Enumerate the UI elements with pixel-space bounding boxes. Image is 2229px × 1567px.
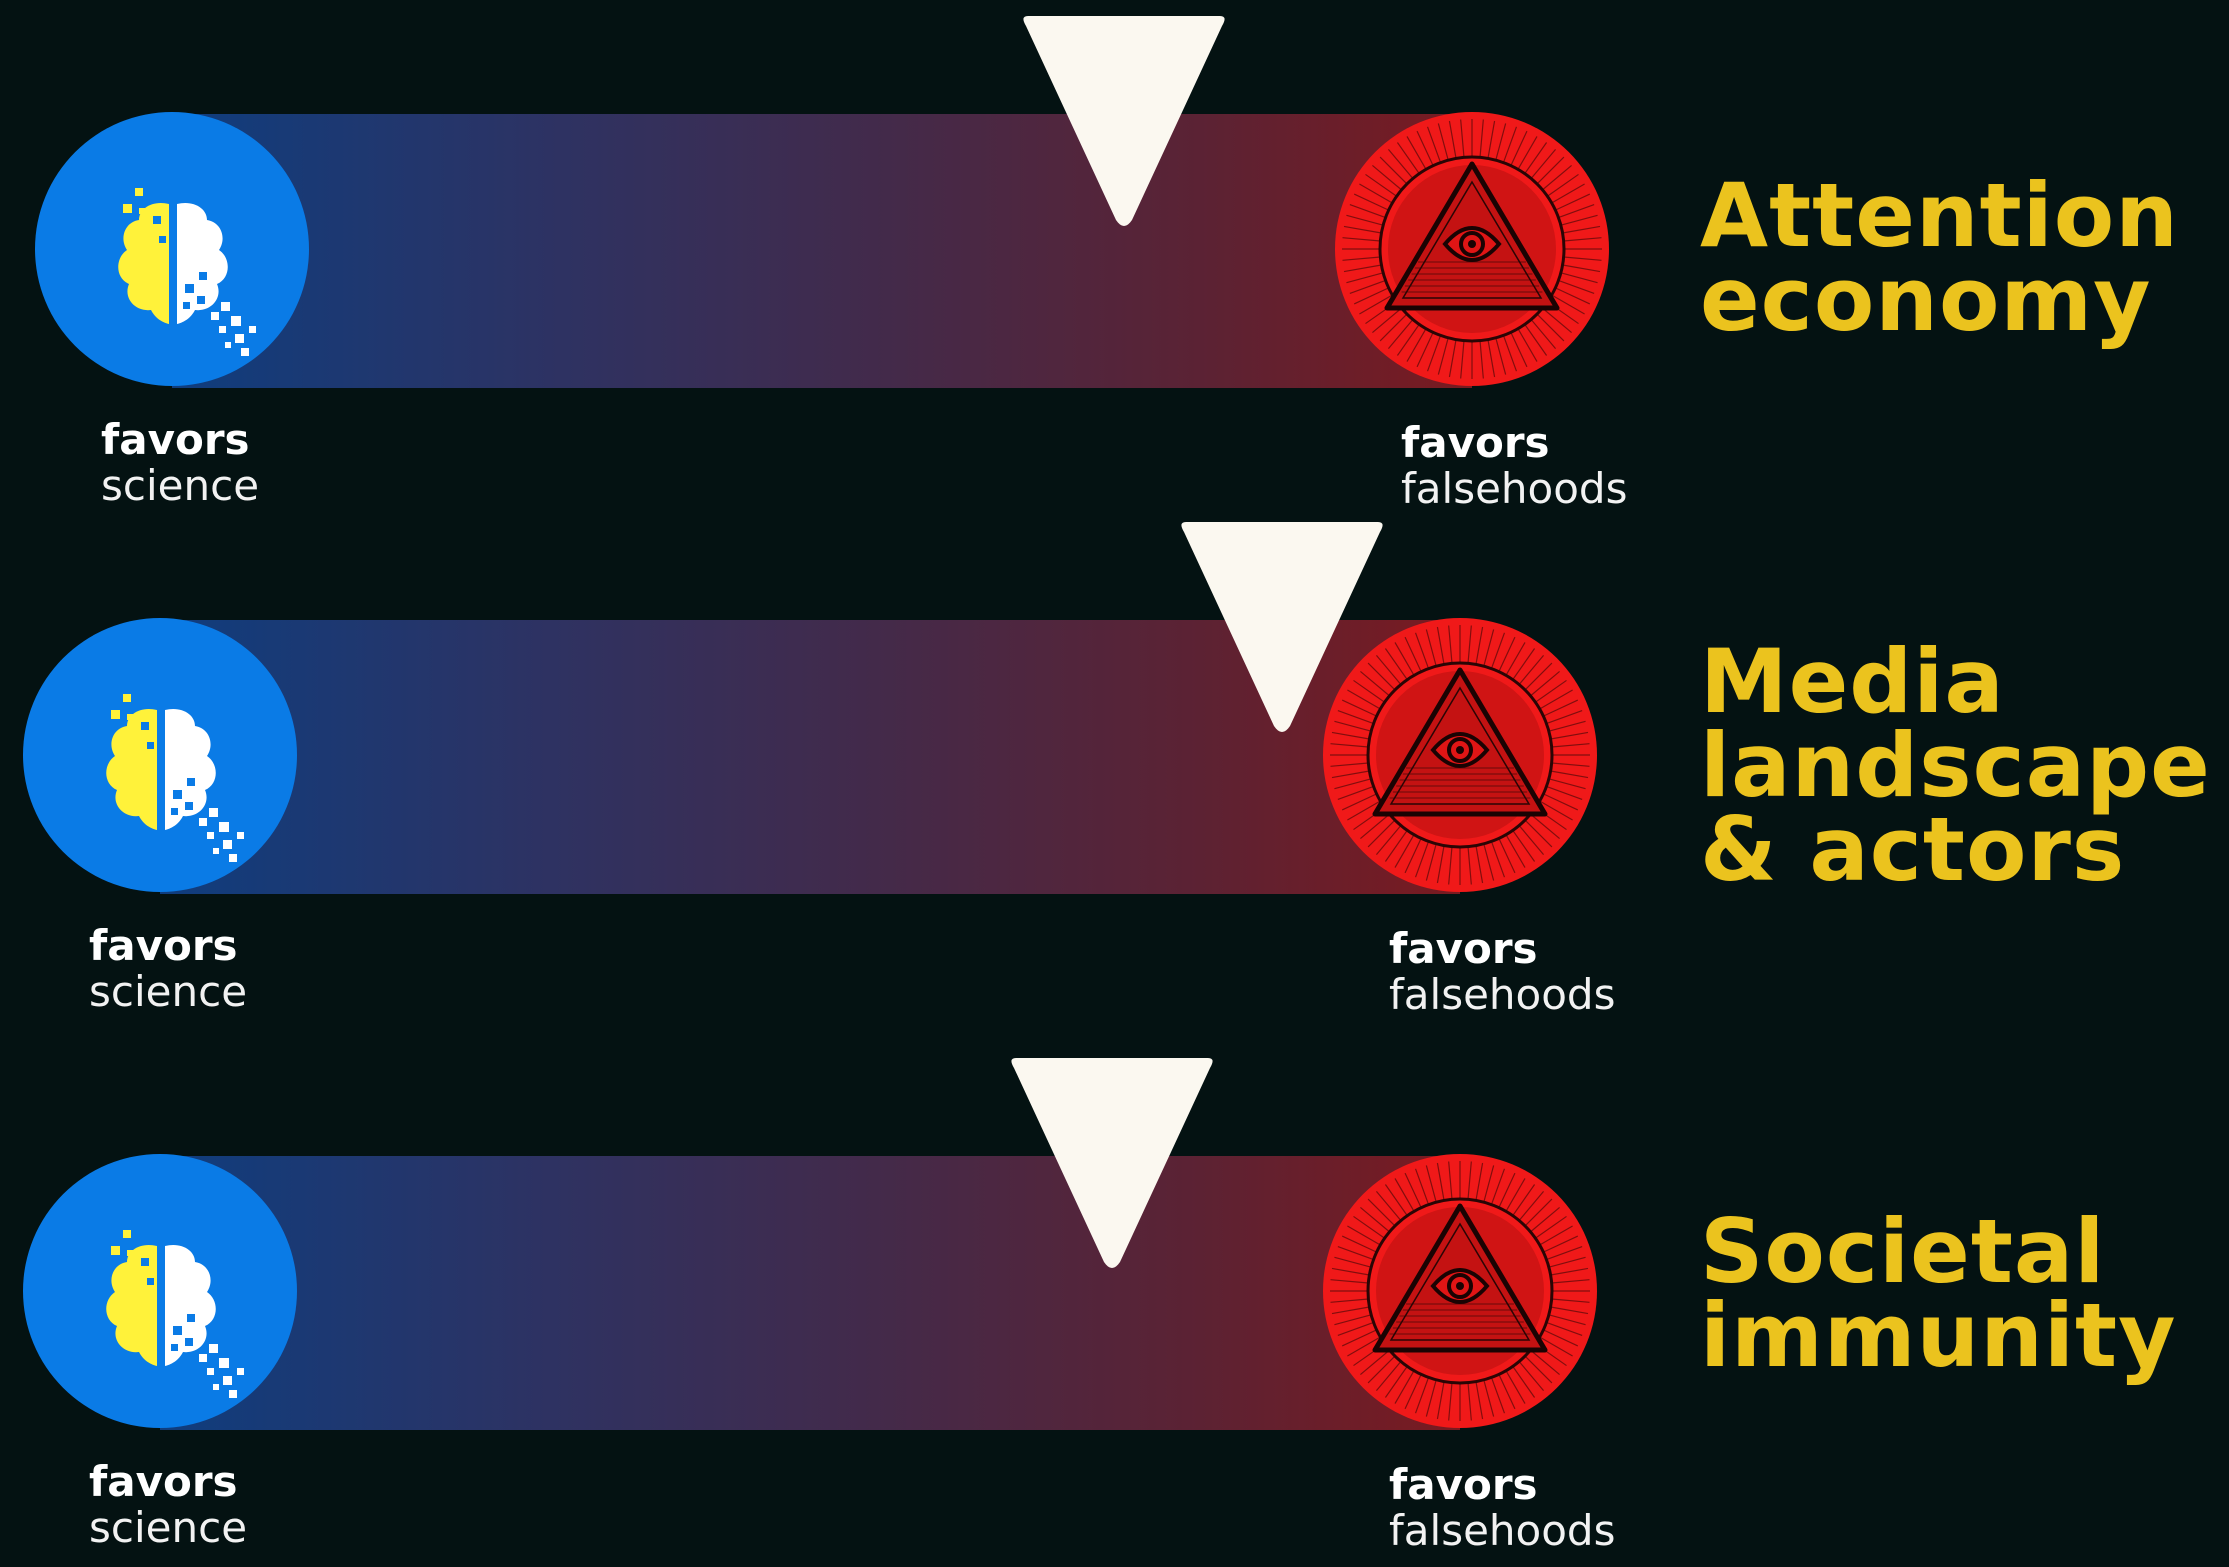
scale-title: Attention economy [1700, 164, 2179, 351]
left-label-strong: favors [89, 1457, 238, 1506]
scale-title: Media landscape & actors [1700, 630, 2211, 901]
left-label-strong: favors [101, 415, 250, 464]
falsehood-pole-circle [1323, 618, 1597, 892]
right-label-strong: favors [1389, 924, 1538, 973]
science-pole-circle [23, 618, 297, 892]
right-label-light: falsehoods [1389, 1506, 1616, 1555]
right-pole-label: favors falsehoods [1389, 926, 1615, 1018]
position-marker-triangle [1181, 522, 1383, 732]
scale-bar [172, 114, 1472, 388]
left-label-strong: favors [89, 921, 238, 970]
title-line: Societal [1700, 1200, 2106, 1303]
all-seeing-eye-pyramid-icon [1330, 1161, 1590, 1421]
brain-pixel-icon [106, 694, 244, 862]
left-pole-label: favors science [89, 1459, 247, 1551]
falsehood-pole-circle [1323, 1154, 1597, 1428]
science-pole-circle [23, 1154, 297, 1428]
all-seeing-eye-pyramid-icon [1342, 119, 1602, 379]
all-seeing-eye-pyramid-icon [1330, 625, 1590, 885]
left-pole-label: favors science [89, 923, 247, 1015]
title-line: Attention [1700, 164, 2179, 267]
title-line: landscape [1700, 714, 2211, 817]
right-pole-label: favors falsehoods [1401, 420, 1627, 512]
scale-media-landscape: favors science favors falsehoods Media l… [0, 0, 2229, 1018]
left-label-light: science [101, 461, 260, 510]
brain-pixel-icon [118, 188, 256, 356]
left-label-light: science [89, 1503, 248, 1552]
scale-bar [160, 620, 1460, 894]
title-line: Media [1700, 630, 2005, 733]
title-line: immunity [1700, 1284, 2177, 1387]
right-label-strong: favors [1389, 1460, 1538, 1509]
left-pole-label: favors science [101, 417, 259, 509]
falsehood-pole-circle [1335, 112, 1609, 386]
brain-pixel-icon [106, 1230, 244, 1398]
scale-attention-economy: favors science favors falsehoods Attenti… [0, 0, 2229, 520]
title-line: & actors [1700, 798, 2126, 901]
right-pole-label: favors falsehoods [1389, 1462, 1615, 1554]
position-marker-triangle [1011, 1058, 1213, 1268]
right-label-light: falsehoods [1389, 970, 1616, 1019]
scale-bar [160, 1156, 1460, 1430]
title-line: economy [1700, 248, 2152, 351]
left-label-light: science [89, 967, 248, 1016]
science-pole-circle [35, 112, 309, 386]
scale-title: Societal immunity [1700, 1200, 2177, 1387]
right-label-light: falsehoods [1401, 464, 1628, 513]
right-label-strong: favors [1401, 418, 1550, 467]
position-marker-triangle [1023, 16, 1225, 226]
